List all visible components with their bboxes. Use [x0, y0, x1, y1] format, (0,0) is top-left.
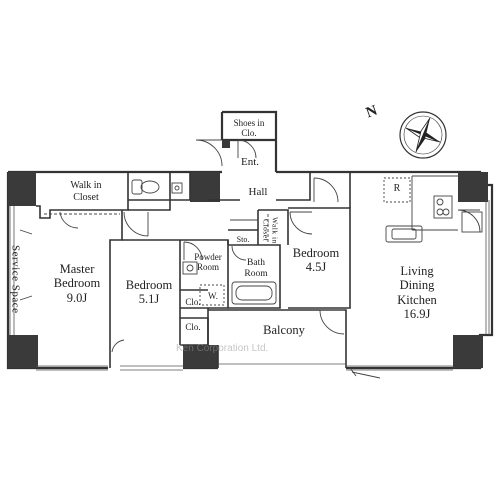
watermark-text: Ken Corporation Ltd. — [176, 343, 269, 354]
windows — [9, 200, 490, 371]
fixtures — [44, 175, 483, 306]
structural-columns — [8, 140, 488, 368]
compass-icon — [399, 111, 447, 159]
outer-walls — [6, 110, 494, 370]
interior-walls — [36, 172, 351, 368]
door-swings — [19, 139, 481, 379]
